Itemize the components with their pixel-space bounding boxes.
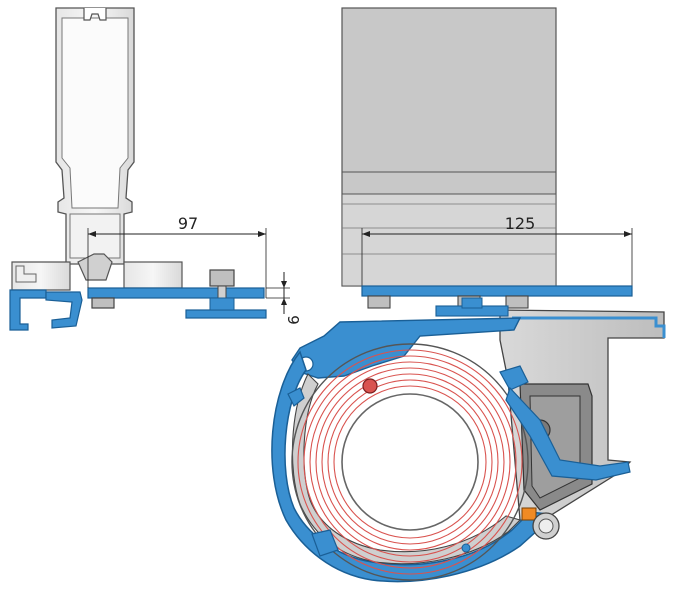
post-clip: [77, 253, 113, 281]
lower-right-arm: [505, 386, 631, 481]
right-shell-clip: [499, 365, 529, 391]
blue-arm-bracket: [291, 317, 522, 379]
right-nut-1: [367, 295, 391, 309]
spring-anchor: [362, 378, 378, 394]
dimension-left-width: 97: [178, 214, 198, 233]
left-blue-clip: [45, 291, 83, 329]
left-lower-plate: [185, 309, 267, 319]
left-shell-clip: [287, 387, 305, 407]
left-rail-hook: [15, 265, 37, 283]
left-base-rail: [11, 261, 71, 291]
dimension-offset: 6: [285, 315, 303, 325]
spring-coil: [297, 349, 523, 575]
right-nut-3: [505, 295, 529, 309]
orange-latch: [521, 507, 537, 521]
left-blue-bracket: [9, 289, 47, 331]
post-top-slot: [83, 8, 107, 21]
roller-drum: [341, 393, 479, 531]
vertical-post-inner: [61, 17, 129, 209]
arm-washer: [461, 297, 483, 309]
left-washer: [209, 297, 235, 311]
left-profile-section: 97 6: [9, 7, 303, 331]
housing-top-edge: [512, 316, 666, 338]
roller-frame-ring: [291, 343, 529, 581]
column-lower-band: [341, 193, 557, 287]
bottom-fastener: [461, 543, 471, 553]
right-mounting-plate: [361, 285, 633, 297]
right-cassette-section: 125: [271, 7, 666, 583]
left-nut-bottom: [91, 297, 115, 309]
left-nut-top: [209, 269, 235, 287]
dimension-right-width: 125: [505, 214, 536, 233]
left-mounting-plate: [87, 287, 265, 299]
bottom-shell-clip: [311, 529, 339, 557]
mid-rail-block: [123, 261, 183, 289]
end-cap-knob-inner: [538, 518, 554, 534]
